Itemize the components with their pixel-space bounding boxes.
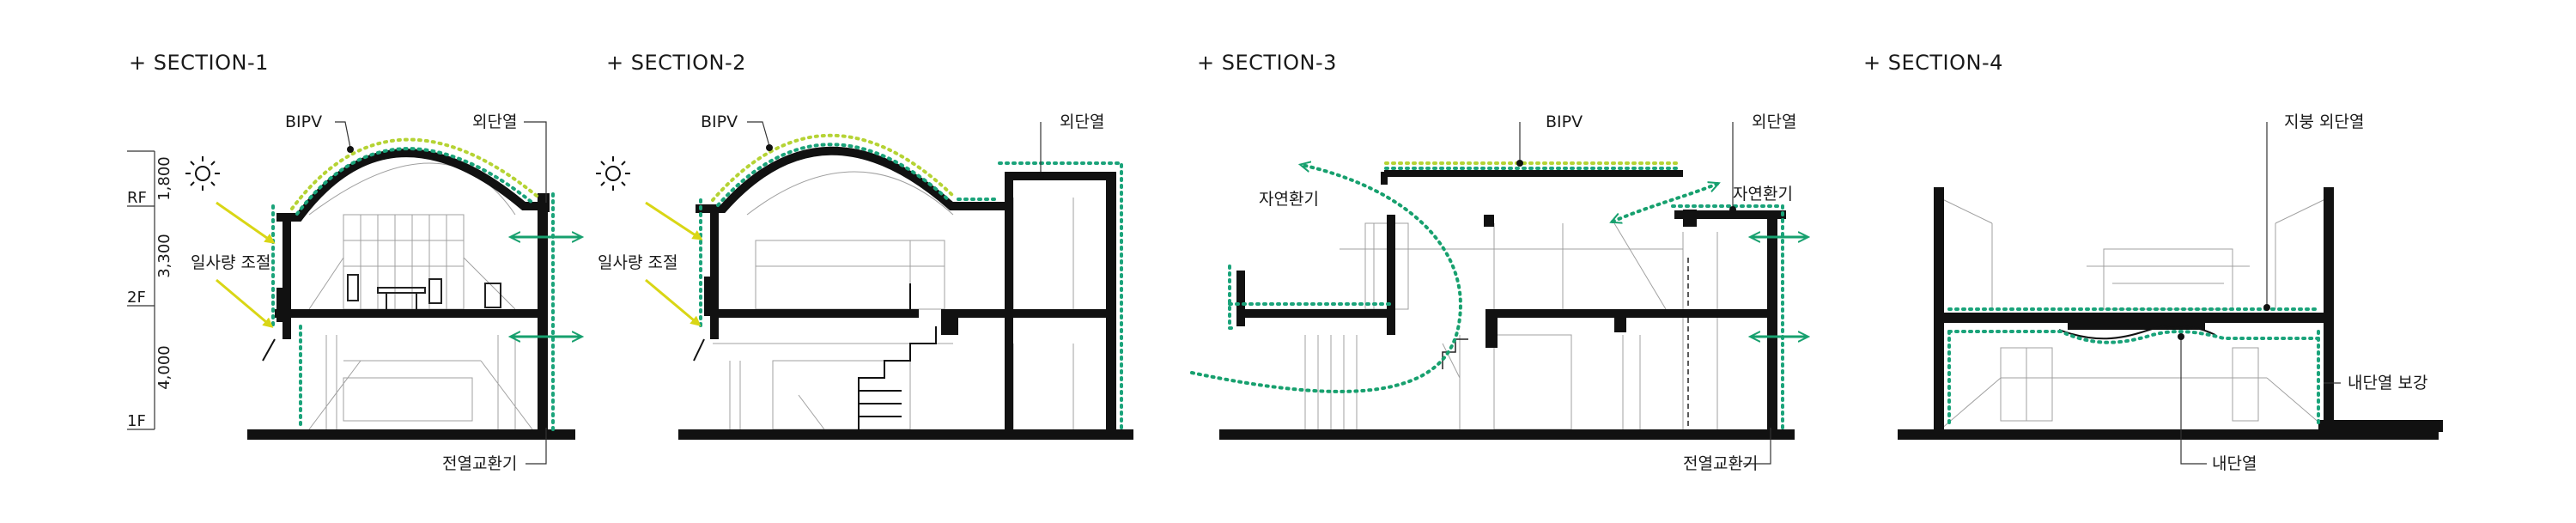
section-1-label-erv: 전열교환기 [442,454,517,473]
height-label-roof: 1,800 [155,156,173,201]
section-2-shade-louver [693,338,705,362]
section-1-label-solar-control: 일사량 조절 [191,253,270,272]
section-2-insulation-dot [1037,172,1044,179]
section-3-title: + SECTION-3 [1197,51,1337,75]
section-1-structure [247,149,575,440]
section-2-structure [678,146,1133,440]
section-1-shade-louver [262,338,276,362]
section-2-bipv-line [711,133,955,202]
section-2-title: + SECTION-2 [606,51,746,75]
section-1-window-sill [276,288,289,322]
section-1-title: + SECTION-1 [129,51,269,75]
section-3-stair [1442,258,1689,429]
section-4-title: + SECTION-4 [1863,51,2003,75]
level-label-1f: 1F [127,412,146,430]
section-3-leaders [1519,122,1771,465]
section-2-sun-icon [596,156,630,191]
section-2-insulation-roof [716,143,951,207]
section-3-roof-ventilation-flow [1613,184,1717,222]
section-3-label-external-insulation: 외단열 [1752,113,1796,131]
section-2-sun-arrow-lower [645,278,702,326]
section-2-external-insulation [699,161,1123,431]
section-4-slab-thickening [2068,318,2205,330]
section-1-sun-icon [185,156,220,191]
level-dimension-bar: RF 2F 1F 1,800 3,300 4,000 [127,150,173,430]
section-1-interior-lines [308,162,533,430]
section-2-leaders [747,121,1042,172]
section-2-label-external-insulation: 외단열 [1060,113,1104,131]
section-4-ceiling-curve [2058,325,2216,340]
section-3-parapet [1683,210,1697,227]
section-1: + SECTION-1 [129,51,580,473]
section-3-bipv-dot [1516,160,1523,167]
section-1-sun-arrow-upper [216,201,276,244]
section-2-sun-arrow-upper [645,201,703,240]
section-4-structure [1898,187,2443,440]
section-1-label-external-insulation: 외단열 [472,113,517,131]
section-2-label-solar-control: 일사량 조절 [598,253,677,272]
section-4-label-roof-insulation: 지붕 외단열 [2284,113,2364,131]
section-4-roof-insulation-dot [2263,304,2270,311]
section-4-insulation-lines [1947,307,2320,428]
section-1-sun-arrow-lower [216,278,274,328]
section-3-label-natural-ventilation-left: 자연환기 [1259,190,1319,209]
section-4-label-interior-insulation: 내단열 [2212,454,2257,473]
section-1-bipv-dot [347,146,354,153]
section-3: + SECTION-3 [1190,51,1807,473]
section-1-parapet [538,193,550,212]
section-4-leaders [2180,122,2341,465]
height-label-2f: 3,300 [155,234,173,278]
section-3-column-left [1485,313,1498,348]
section-1-leaders [335,121,547,465]
section-1-external-insulation [271,192,555,431]
section-1-insulation-roof [295,147,534,216]
level-label-2f: 2F [127,289,146,307]
height-label-1f: 4,000 [155,345,173,390]
section-3-label-erv: 전열교환기 [1683,454,1758,473]
section-2: + SECTION-2 [596,51,1133,440]
section-2-beam [941,309,958,335]
section-4-interior-insulation-dot [2178,333,2184,340]
section-3-interior-lines [1304,222,1718,430]
section-3-beam [1614,313,1626,332]
section-2-bipv-dot [766,144,773,151]
level-label-rf: RF [127,189,147,207]
section-4: + SECTION-4 [1863,51,2443,473]
section-3-natural-ventilation-flow [1190,165,1462,393]
section-2-stair [858,283,937,429]
section-1-bipv-line [290,137,538,210]
section-1-furniture [347,274,501,309]
section-3-roof-post [1484,215,1494,227]
section-2-window-sill [704,277,716,316]
section-2-label-bipv: BIPV [701,113,738,131]
section-1-label-bipv: BIPV [285,113,322,131]
section-3-label-bipv: BIPV [1546,113,1583,131]
section-3-label-natural-ventilation-right: 자연환기 [1733,185,1793,204]
section-4-label-interior-insulation-reinforcement: 내단열 보강 [2348,374,2427,392]
section-3-insulation-dot [1729,206,1736,213]
